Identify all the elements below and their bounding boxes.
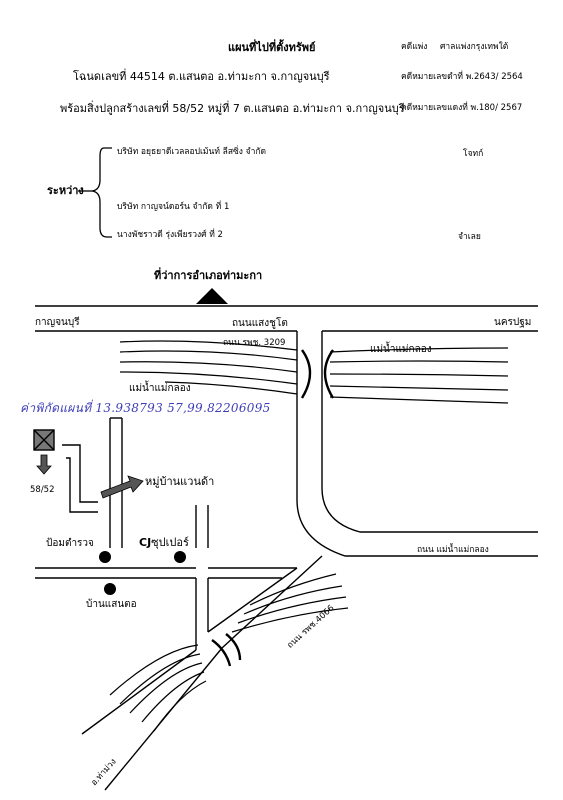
- road-3209: [296, 331, 538, 557]
- property-number-label: 58/52: [30, 485, 55, 495]
- plaintiff-name: บริษัท อยุธยาดีเวลลอปเม้นท์ ลีสซิ่ง จำกั…: [117, 147, 267, 157]
- deed-line: โฉนดเลขที่ 44514 ต.แสนตอ อ.ท่ามะกา จ.กาญ…: [73, 70, 330, 83]
- ban-saen-to-dot-icon: [104, 583, 116, 595]
- river-upper-right: [329, 347, 509, 404]
- defendant-1: บริษัท กาญจน์ดอร์น จำกัด ที่ 1: [117, 202, 230, 212]
- main-road-saeng-chuto: [35, 305, 538, 332]
- police-box-dot-icon: [99, 551, 111, 563]
- red-case-number: คดีหมายเลขแดงที่ พ.180/ 2567: [401, 103, 523, 113]
- river-lower: [109, 573, 349, 732]
- plaintiff-role: โจทก์: [463, 149, 484, 159]
- court-name: ศาลแพ่งกรุงเทพใต้: [440, 42, 509, 52]
- river-upper-left: [119, 340, 298, 395]
- village-arrow-icon: [100, 475, 144, 499]
- village-label: หมู่บ้านแวนด้า: [145, 475, 215, 488]
- court-label: คดีแพ่ง: [401, 42, 428, 52]
- road-river-label: ถนน แม่น้ำแม่กลอง: [417, 545, 489, 555]
- police-box-label: ป้อมตำรวจ: [46, 538, 94, 549]
- river-right-label: แม่น้ำแม่กลอง: [370, 344, 432, 355]
- main-road-label: ถนนแสงชูโต: [232, 318, 288, 329]
- black-case-number: คดีหมายเลขดำที่ พ.2643/ 2564: [401, 72, 523, 82]
- property-marker-icon: [33, 429, 55, 451]
- right-city-label: นครปฐม: [494, 317, 532, 328]
- local-lanes: [35, 417, 297, 650]
- between-label: ระหว่าง: [47, 184, 84, 197]
- bridge-road-3209: [300, 349, 335, 399]
- down-arrow-icon: [36, 454, 52, 475]
- district-office-label: ที่ว่าการอำเภอท่ามะกา: [154, 269, 263, 282]
- cj-supermarket-label: CJซุปเปอร์: [139, 537, 189, 548]
- cj-brand: CJ: [139, 536, 152, 549]
- ban-saen-to-label: บ้านแสนตอ: [86, 599, 137, 610]
- river-left-label: แม่น้ำแม่กลอง: [129, 383, 191, 394]
- coordinates-handwritten: ค่าพิกัดแผนที่ 13.938793 57,99.82206095: [20, 401, 271, 415]
- cj-supermarket-text: ซุปเปอร์: [151, 536, 189, 549]
- defendant-2: นางพัชราวดี รุ่งเพียรวงศ์ ที่ 2: [117, 230, 223, 240]
- parties-brace: [78, 147, 112, 238]
- map-title: แผนที่ไปที่ตั้งทรัพย์: [228, 41, 316, 54]
- bridge-road-4066: [211, 633, 242, 667]
- defendant-role: จำเลย: [458, 232, 481, 242]
- left-city-label: กาญจนบุรี: [35, 317, 80, 328]
- district-office-triangle-icon: [196, 288, 228, 304]
- cj-supermarket-dot-icon: [174, 551, 186, 563]
- road-3209-label: ถนน รพช. 3209: [223, 338, 286, 348]
- building-line: พร้อมสิ่งปลูกสร้างเลขที่ 58/52 หมู่ที่ 7…: [60, 102, 405, 115]
